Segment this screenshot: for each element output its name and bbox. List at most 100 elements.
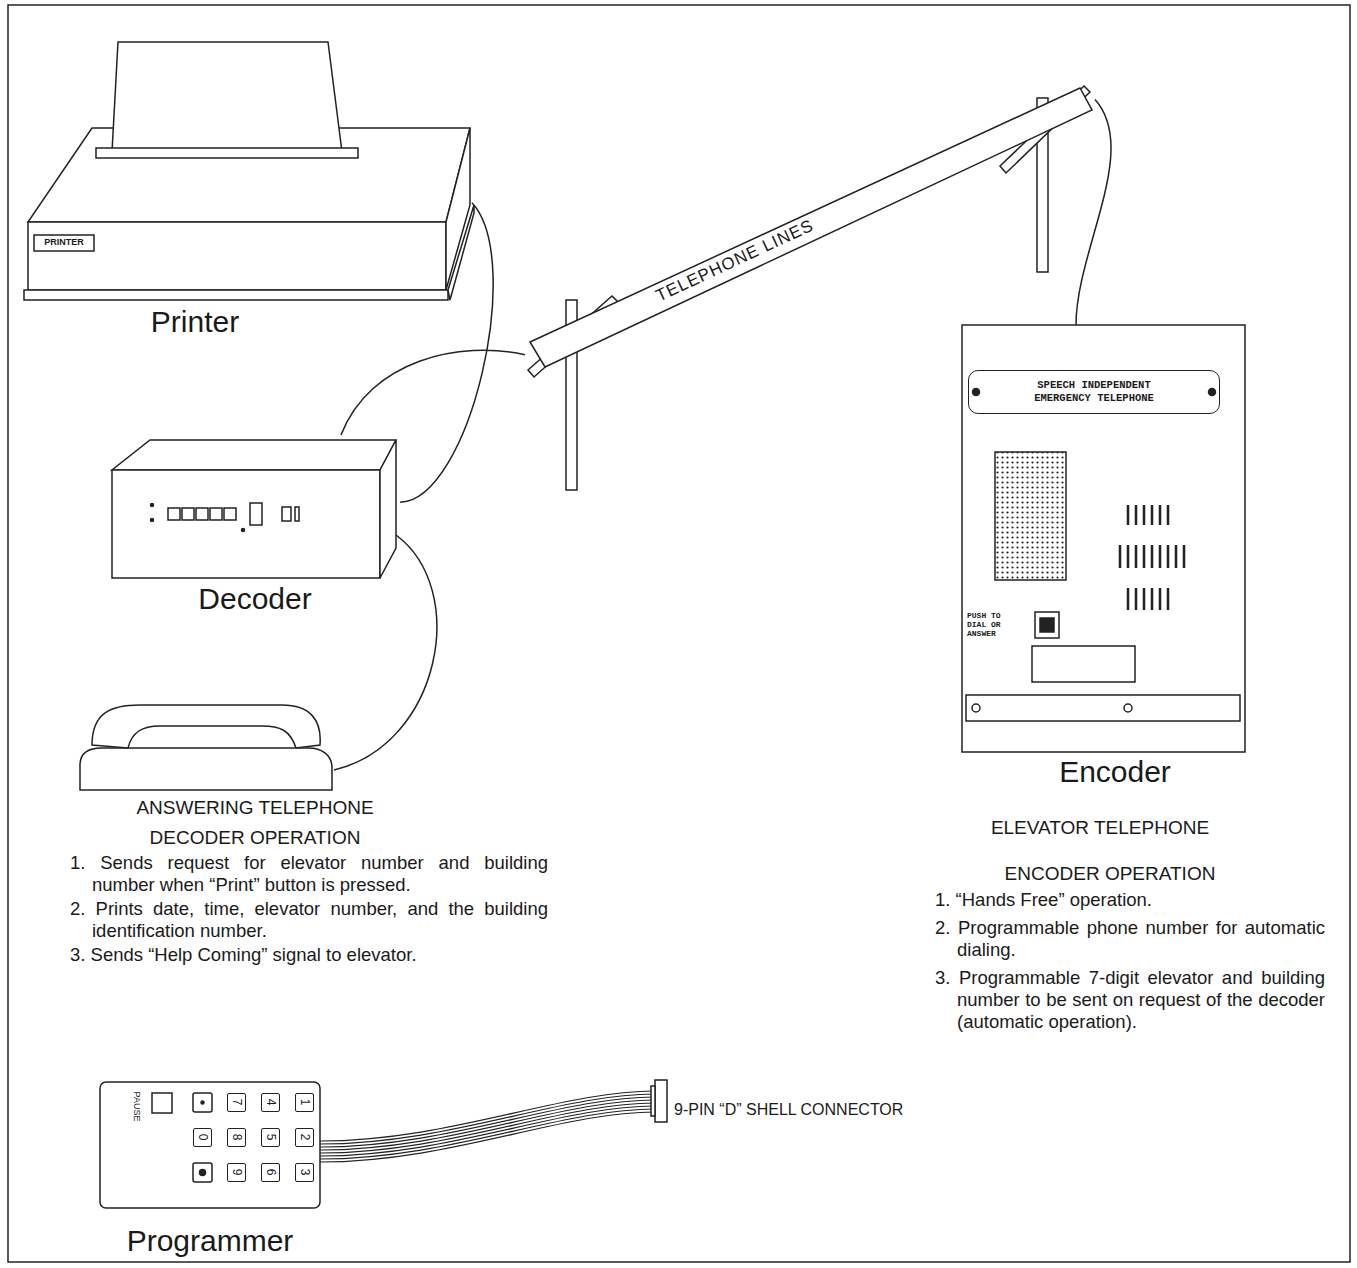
screw — [972, 704, 980, 712]
display-cell — [182, 508, 194, 520]
keypad-key: 2 — [295, 1128, 314, 1147]
keypad-key: 7 — [227, 1093, 246, 1112]
encoder-vents — [1120, 505, 1184, 610]
list-item: 1. “Hands Free” operation. — [935, 889, 1325, 911]
cable-connector — [341, 350, 525, 435]
phone-cord — [334, 535, 437, 770]
key-digit: 2 — [297, 1134, 311, 1141]
vent-row — [1128, 588, 1168, 610]
key-digit: 9 — [229, 1169, 243, 1176]
list-item: 3. Programmable 7-digit elevator and bui… — [935, 967, 1325, 1033]
phone-handset — [92, 705, 320, 748]
decoder-front — [112, 470, 380, 578]
key-digit: 1 — [297, 1099, 311, 1106]
printer-badge: PRINTER — [36, 238, 92, 248]
key-digit: 6 — [263, 1169, 277, 1176]
printer-badge-frame — [34, 235, 94, 251]
keypad-key: 0 — [193, 1128, 212, 1147]
section-heading: ELEVATOR TELEPHONE — [950, 817, 1250, 840]
display-cell — [168, 508, 180, 520]
printer-paper — [112, 42, 342, 152]
key-digit: 4 — [263, 1099, 277, 1106]
keypad-key — [193, 1163, 212, 1182]
programmer-unit: PAUSE Programmer 7 4 1 0 8 5 2 9 6 3 — [95, 1080, 325, 1259]
phone-base — [80, 748, 332, 790]
nameplate-text: SPEECH INDEPENDENT EMERGENCY TELEPHONE — [1019, 379, 1169, 404]
list-item: 3. Sends “Help Coming” signal to elevato… — [70, 944, 548, 966]
list-item: 2. Programmable phone number for automat… — [935, 917, 1325, 961]
display-dot — [151, 519, 154, 522]
key-digit: 3 — [297, 1169, 311, 1176]
keypad-key: 1 — [295, 1093, 314, 1112]
vent-row — [1120, 545, 1184, 568]
programmer-body — [100, 1082, 320, 1208]
keypad-key: 4 — [261, 1093, 280, 1112]
speaker-grill — [995, 452, 1066, 580]
caption: Printer — [95, 305, 295, 338]
key-digit: 8 — [229, 1134, 243, 1141]
telephone-drawing — [80, 705, 332, 790]
encoder-drawing — [962, 325, 1245, 752]
keypad-key: 8 — [227, 1128, 246, 1147]
band-label: TELEPHONE LINES — [631, 205, 839, 316]
telephone-lines: TELEPHONE LINES — [525, 85, 1095, 375]
printer-base — [24, 290, 448, 300]
keypad-key: 3 — [295, 1163, 314, 1182]
connector-tab — [651, 1086, 655, 1116]
display-mark — [295, 507, 299, 521]
encoder-panel: PUSH TO DIAL OR ANSWER Encoder SPEECH INDE… — [960, 325, 1250, 790]
pause-label: PAUSE — [131, 1087, 142, 1127]
key-dot — [201, 1101, 204, 1104]
cable-connector — [400, 203, 493, 503]
connector-label: 9-PIN “D” SHELL CONNECTOR — [674, 1100, 974, 1119]
cable-wire — [320, 1112, 655, 1162]
cable-connector — [1076, 100, 1111, 326]
screw — [1124, 704, 1132, 712]
ribbon-cable — [320, 1091, 655, 1162]
vent-row — [1128, 505, 1168, 525]
list-item: 1. Sends request for elevator number and… — [70, 852, 548, 896]
screw — [1209, 389, 1216, 396]
pause-key — [152, 1093, 172, 1113]
encoder-housing — [962, 325, 1245, 752]
button-label: PUSH TO DIAL OR ANSWER — [967, 612, 1019, 638]
printer-slot — [96, 148, 358, 158]
key-digit: 0 — [195, 1134, 209, 1141]
section-heading: DECODER OPERATION — [105, 827, 405, 850]
caption: Programmer — [110, 1224, 310, 1257]
display-dot — [242, 529, 245, 532]
keypad-key: 5 — [261, 1128, 280, 1147]
caption: Decoder — [155, 582, 355, 615]
display-cell — [224, 508, 236, 520]
keypad-key: 9 — [227, 1163, 246, 1182]
printer-drawing — [24, 42, 474, 300]
section-heading: ENCODER OPERATION — [960, 863, 1260, 886]
push-button-face — [1040, 618, 1054, 632]
key-dot — [200, 1170, 206, 1176]
key-digit: 7 — [229, 1099, 243, 1106]
d-shell-connector — [651, 1080, 667, 1122]
printer-unit: PRINTER Printer — [22, 35, 472, 340]
display-cell — [210, 508, 222, 520]
key-digit: 5 — [263, 1134, 277, 1141]
decoder-top — [112, 440, 396, 470]
connector-shell — [655, 1080, 667, 1122]
display-digit — [250, 503, 262, 525]
screw — [973, 389, 980, 396]
display-cell — [196, 508, 208, 520]
bottom-strip — [966, 695, 1240, 721]
caption: Encoder — [1015, 755, 1215, 788]
decoder-drawing — [112, 440, 396, 578]
instruction-plate — [1032, 646, 1135, 682]
list-item: 2. Prints date, time, elevator number, a… — [70, 898, 548, 942]
keypad-key: 6 — [261, 1163, 280, 1182]
printer-front — [28, 222, 446, 290]
display-dot — [151, 504, 154, 507]
section-heading: ANSWERING TELEPHONE — [105, 797, 405, 820]
printer-base-side — [448, 205, 474, 300]
programmer-drawing — [100, 1082, 320, 1208]
keypad-key — [193, 1093, 212, 1112]
